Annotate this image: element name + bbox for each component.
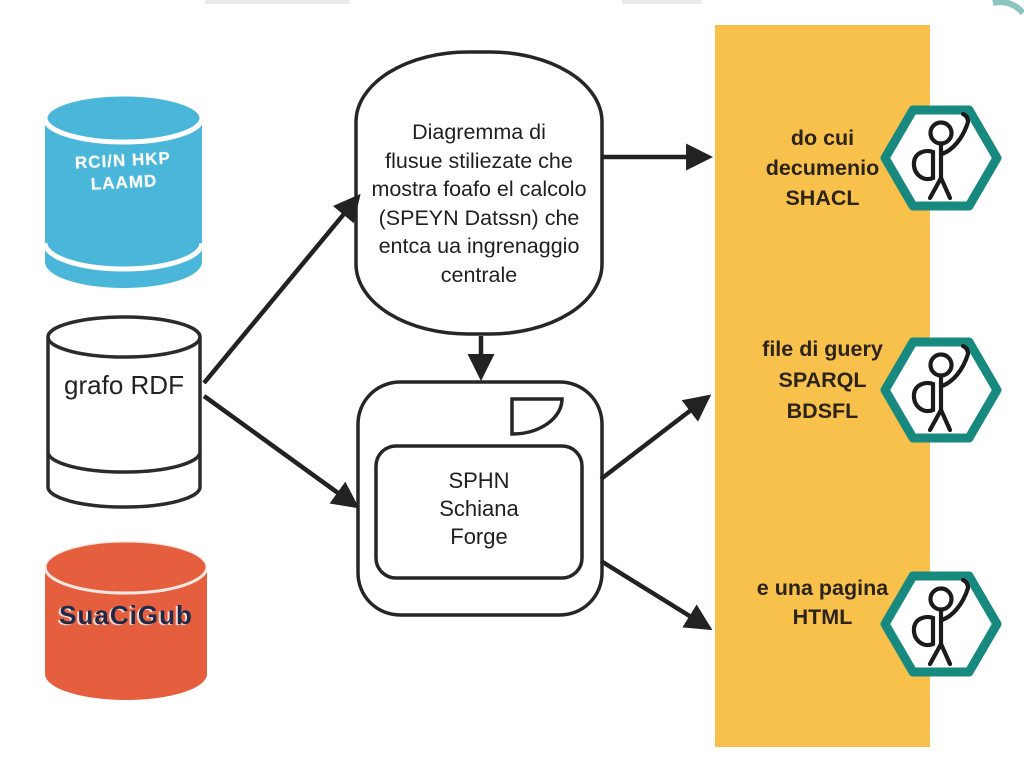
flow-note-line: (SPEYN Datssn) che — [378, 205, 580, 230]
blue-cylinder-label: RCI/N HKP LAAMD — [44, 146, 203, 198]
flow-note-line: centrale — [440, 262, 518, 287]
output-line: BDSFL — [786, 399, 859, 423]
red-cylinder-label: SuaCiGub — [59, 600, 193, 630]
rdf-graph-cylinder — [46, 315, 202, 509]
arrow-forge-to-html — [599, 559, 713, 631]
flow-note-line: mostra foafo el calcolo — [371, 177, 587, 201]
output-html-label: e una pagina HTML — [715, 574, 930, 632]
flow-note-text: Diagremma di flusue stiliezate che mostr… — [356, 118, 602, 289]
flow-note-line: flusue stiliezate che — [385, 148, 573, 173]
top-artifact — [205, 0, 350, 4]
top-artifact — [622, 0, 702, 4]
arrow-rdf-to-forge — [202, 394, 360, 509]
flow-note-line: entca ua ingrenaggio — [378, 234, 580, 258]
output-line: e una pagina — [756, 576, 889, 600]
output-line: decumenio — [765, 156, 880, 180]
arrow-rdf-to-note — [202, 193, 361, 385]
output-sparql-label: file di guery SPARQL BDSFL — [715, 334, 930, 427]
output-shacl-label: do cui decumenio SHACL — [715, 123, 930, 213]
arrow-forge-to-sparql — [599, 394, 712, 481]
schema-forge-line: Schiana — [439, 496, 519, 521]
file-fold-icon — [510, 397, 564, 436]
output-line: SHACL — [785, 186, 860, 210]
schema-forge-label: SPHN Schiana Forge — [376, 467, 582, 551]
schema-forge-line: SPHN — [448, 468, 510, 493]
flow-note-line: Diagremma di — [412, 120, 546, 144]
rdf-cylinder-label: grafo RDF — [64, 370, 184, 400]
schema-forge-line: Forge — [450, 524, 508, 549]
output-line: file di guery — [762, 337, 883, 361]
output-line: do cui — [790, 126, 855, 150]
output-line: SPARQL — [778, 368, 867, 392]
hexagon-edge-artifact — [992, 0, 1024, 16]
output-line: HTML — [792, 605, 853, 629]
